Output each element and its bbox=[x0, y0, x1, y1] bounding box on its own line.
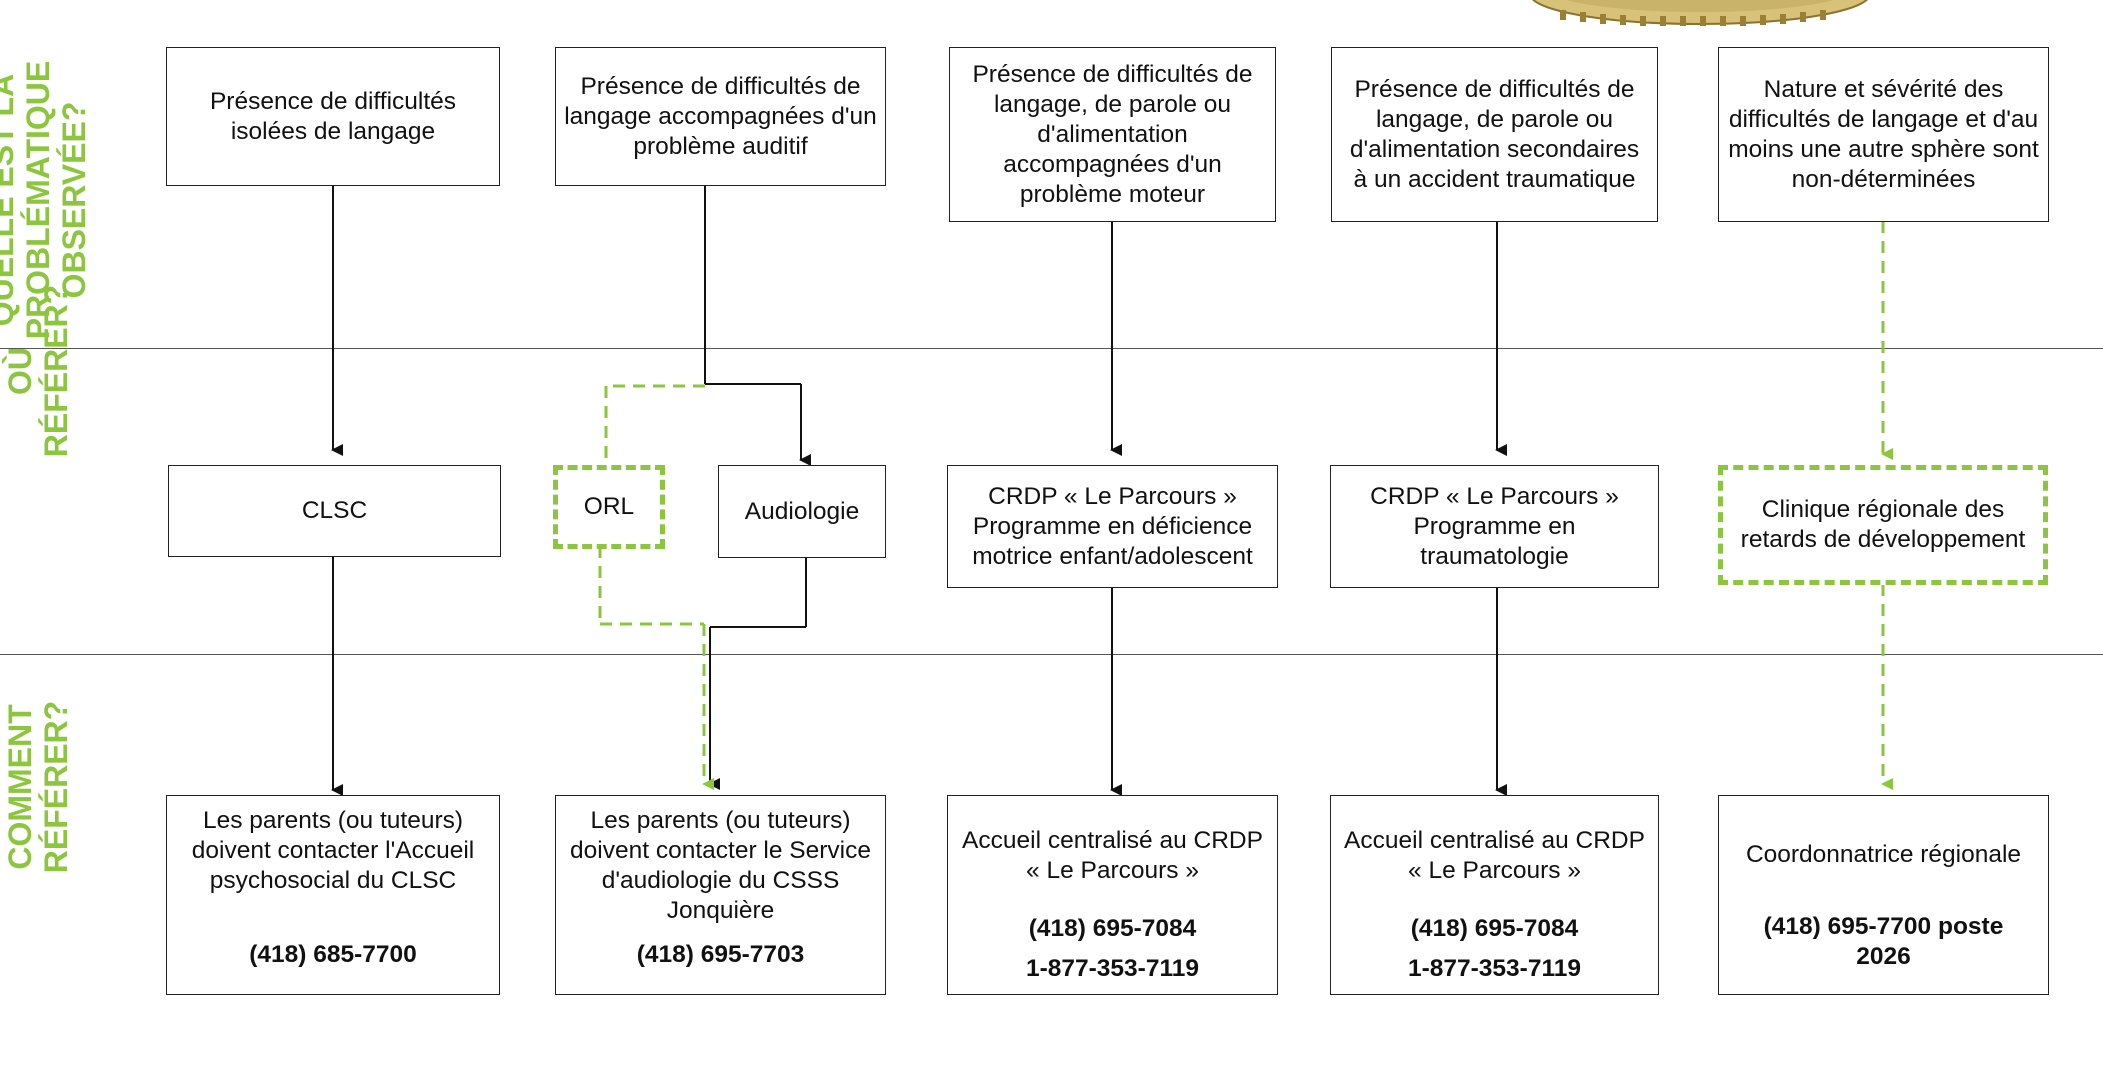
problem-box-undetermined: Nature et sévérité des difficultés de la… bbox=[1718, 47, 2049, 222]
contact-text: Coordonnatrice régionale bbox=[1745, 841, 2022, 868]
contact-box-coordonnatrice: Coordonnatrice régionale (418) 695-7700 … bbox=[1718, 795, 2049, 995]
problem-box-motor: Présence de difficultés de langage, de p… bbox=[949, 47, 1276, 222]
destination-audiologie: Audiologie bbox=[718, 465, 886, 558]
destination-crdp-trauma: CRDP « Le Parcours » Programme en trauma… bbox=[1330, 465, 1659, 588]
destination-clsc: CLSC bbox=[168, 465, 501, 557]
seal-fragment bbox=[1531, 0, 1869, 26]
contact-text: Accueil centralisé au CRDP « Le Parcours… bbox=[1344, 827, 1645, 884]
row-divider-2 bbox=[0, 654, 2103, 655]
contact-phone-tollfree: 1-877-353-7119 bbox=[1025, 955, 1199, 982]
problem-text: Présence de difficultés de langage, de p… bbox=[972, 60, 1253, 208]
contact-phone: (418) 695-7084 bbox=[1410, 915, 1579, 942]
contact-box-audiologie: Les parents (ou tuteurs) doivent contact… bbox=[555, 795, 886, 995]
destination-clinique-regionale: Clinique régionale des retards de dévelo… bbox=[1718, 465, 2048, 585]
problem-box-auditory: Présence de difficultés de langage accom… bbox=[555, 47, 886, 186]
problem-box-traumatic: Présence de difficultés de langage, de p… bbox=[1331, 47, 1658, 222]
contact-box-clsc: Les parents (ou tuteurs) doivent contact… bbox=[166, 795, 500, 995]
contact-phone: (418) 685-7700 bbox=[249, 941, 417, 968]
contact-text: Accueil centralisé au CRDP « Le Parcours… bbox=[962, 827, 1263, 884]
problem-box-isolated: Présence de difficultés isolées de langa… bbox=[166, 47, 500, 186]
contact-text: Les parents (ou tuteurs) doivent contact… bbox=[570, 807, 871, 924]
destination-label: ORL bbox=[583, 493, 635, 520]
problem-text: Présence de difficultés de langage, de p… bbox=[1349, 75, 1640, 193]
destination-label: CLSC bbox=[301, 497, 368, 524]
problem-text: Présence de difficultés isolées de langa… bbox=[209, 87, 457, 145]
problem-text: Présence de difficultés de langage accom… bbox=[564, 72, 877, 160]
contact-phone: (418) 695-7084 bbox=[1028, 915, 1197, 942]
destination-label: CRDP « Le Parcours » Programme en défici… bbox=[972, 482, 1253, 570]
problem-text: Nature et sévérité des difficultés de la… bbox=[1728, 75, 2039, 193]
contact-text: Les parents (ou tuteurs) doivent contact… bbox=[191, 807, 475, 894]
contact-phone: (418) 695-7700 poste 2026 bbox=[1763, 913, 2004, 970]
destination-orl: ORL bbox=[553, 465, 665, 549]
contact-box-crdp-trauma: Accueil centralisé au CRDP « Le Parcours… bbox=[1330, 795, 1659, 995]
contact-phone: (418) 695-7703 bbox=[636, 941, 805, 968]
contact-box-crdp-motor: Accueil centralisé au CRDP « Le Parcours… bbox=[947, 795, 1278, 995]
contact-phone-tollfree: 1-877-353-7119 bbox=[1407, 955, 1581, 982]
destination-crdp-motor: CRDP « Le Parcours » Programme en défici… bbox=[947, 465, 1278, 588]
destination-label: CRDP « Le Parcours » Programme en trauma… bbox=[1370, 482, 1619, 570]
row-divider-1 bbox=[0, 348, 2103, 349]
destination-label: Clinique régionale des retards de dévelo… bbox=[1740, 496, 2026, 553]
destination-label: Audiologie bbox=[744, 497, 860, 525]
